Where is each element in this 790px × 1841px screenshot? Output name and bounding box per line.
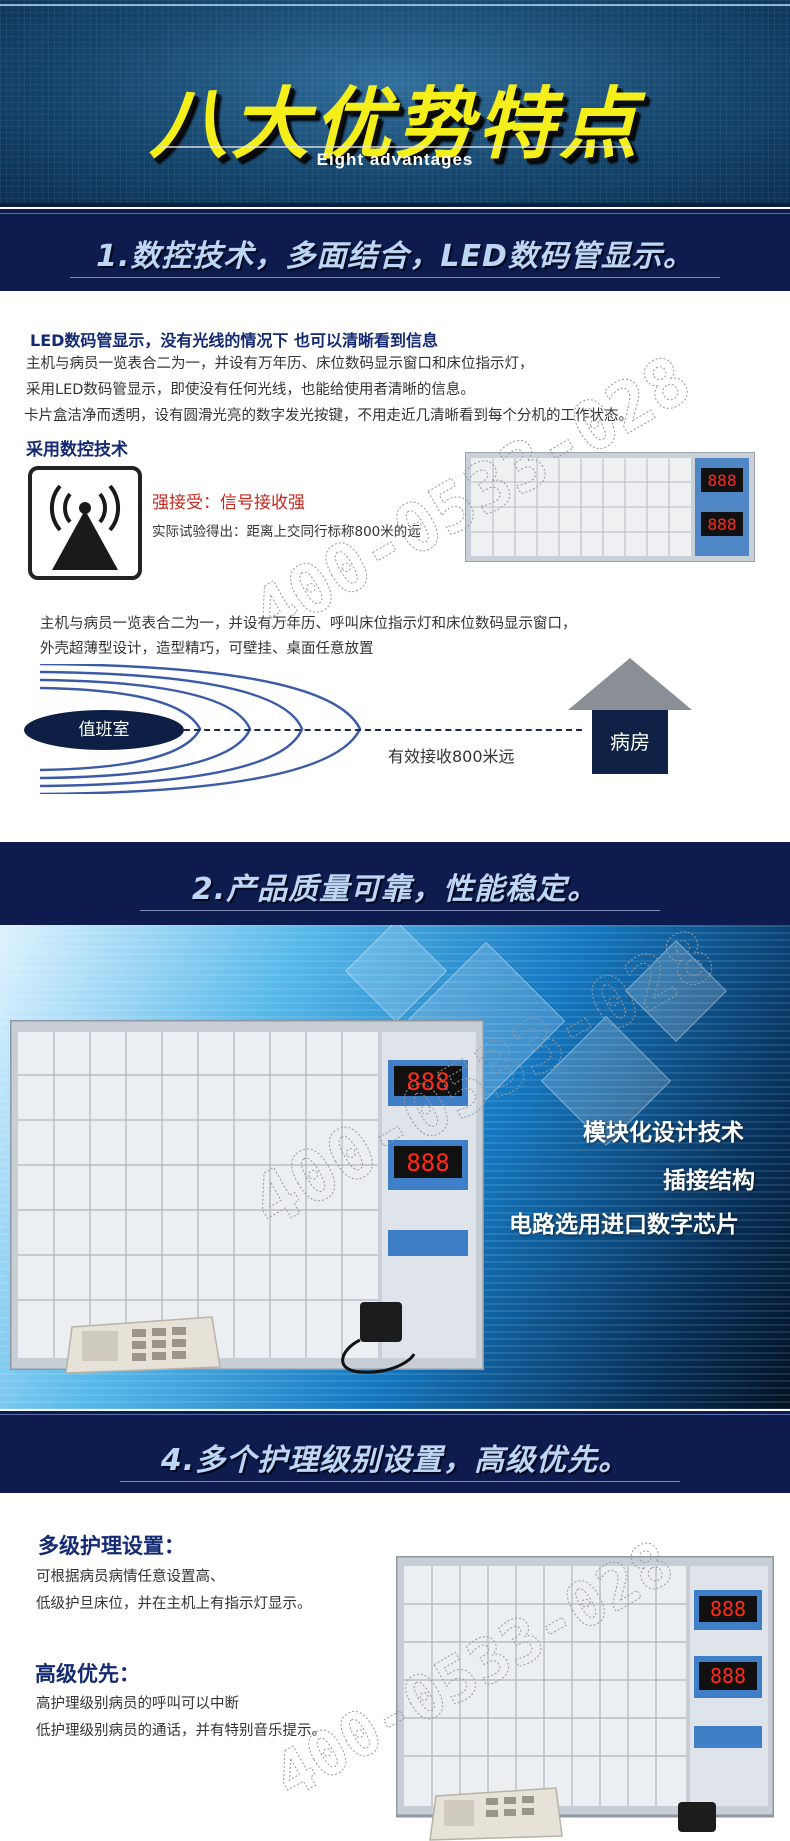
banner-line xyxy=(0,213,790,214)
section4-banner: 4.多个护理级别设置，高级优先。 xyxy=(0,1411,790,1493)
panel-card-rows xyxy=(18,1032,378,1358)
panel-display-digits: 888 xyxy=(710,1664,746,1688)
power-adapter-image xyxy=(341,1302,416,1374)
signal-tower-icon xyxy=(28,466,142,580)
feature-text: 插接结构 xyxy=(663,1168,755,1194)
ward-label: 病房 xyxy=(592,710,668,774)
header-bottom-line xyxy=(0,203,790,207)
priority-heading: 高级优先： xyxy=(35,1662,140,1686)
section4-body-line: 低级护旦床位，并在主机上有指示灯显示。 xyxy=(36,1596,312,1612)
section1-body-line: 主机与病员一览表合二为一，并设有万年历、床位数码显示窗口和床位指示灯， xyxy=(26,356,534,372)
panel-display-bottom xyxy=(699,1662,757,1690)
tech-heading: 采用数控技术 xyxy=(26,440,128,460)
panel-button-strip xyxy=(694,1726,762,1748)
panel-card-rows xyxy=(471,458,691,556)
section2-banner: 2.产品质量可靠，性能稳定。 xyxy=(0,842,790,925)
signal-wave-right-outer xyxy=(108,484,121,532)
section2-banner-text: 2.产品质量可靠，性能稳定。 xyxy=(191,872,599,907)
panel-display-bottom xyxy=(701,512,743,536)
call-panel-image: 888 888 xyxy=(465,452,755,562)
header-top-line xyxy=(0,4,790,6)
section4-body-line: 可根据病员病情任意设置高、 xyxy=(36,1569,225,1585)
banner-underline xyxy=(120,1481,680,1482)
signal-tower-graphic xyxy=(49,484,121,570)
section4-body-line: 低护理级别病员的通话，并有特别音乐提示。 xyxy=(36,1723,326,1739)
section1-banner-text: 1.数控技术，多面结合，LED数码管显示。 xyxy=(96,239,694,274)
host-telephone-image xyxy=(65,1316,221,1374)
signal-wave-right-inner xyxy=(98,492,108,524)
panel-display-digits: 888 xyxy=(406,1149,449,1177)
host-telephone-image xyxy=(429,1787,563,1841)
section1-banner: 1.数控技术，多面结合，LED数码管显示。 xyxy=(0,209,790,291)
panel-display-bottom xyxy=(394,1146,462,1178)
section1-body2-line: 外壳超薄型设计，造型精巧，可壁挂、桌面任意放置 xyxy=(40,641,374,657)
section1-body-line: 卡片盒洁净而透明，设有圆滑光亮的数字发光按键，不用走近几清晰看到每个分机的工作状… xyxy=(24,408,633,424)
panel-display-top xyxy=(701,468,743,492)
banner-underline xyxy=(70,277,720,278)
section1-heading: LED数码管显示，没有光线的情况下 也可以清晰看到信息 xyxy=(30,331,438,350)
section4-banner-text: 4.多个护理级别设置，高级优先。 xyxy=(160,1443,630,1478)
panel-button-strip xyxy=(388,1230,468,1256)
panel-display-top xyxy=(699,1596,757,1622)
feature-text: 模块化设计技术 xyxy=(583,1120,744,1146)
header-grid-texture xyxy=(0,0,790,207)
page-subtitle: Eight advantages xyxy=(316,150,474,169)
multi-level-heading: 多级护理设置： xyxy=(38,1534,185,1558)
large-call-panel: 888 888 xyxy=(10,1020,484,1370)
panel-display-digits: 888 xyxy=(708,471,737,490)
banner-underline xyxy=(140,910,660,911)
panel-display-digits: 888 xyxy=(710,1597,746,1621)
tower-top xyxy=(79,502,91,514)
ward-roof-arrow xyxy=(568,658,692,710)
banner-line xyxy=(0,1414,790,1415)
header-banner: 八大优势特点 Eight advantages xyxy=(0,0,790,207)
page-title: 八大优势特点 xyxy=(148,80,641,170)
feature-text: 电路选用进口数字芯片 xyxy=(509,1212,739,1238)
panel-display-digits: 888 xyxy=(406,1068,449,1096)
roof-shape xyxy=(568,658,692,710)
section1-body-line: 采用LED数码管显示，即使没有任何光线，也能给使用者清晰的信息。 xyxy=(26,382,475,398)
strong-signal-text: 强接受：信号接收强 xyxy=(152,493,305,513)
section1-body2-line: 主机与病员一览表合二为一，并设有万年历、呼叫床位指示灯和床位数码显示窗口， xyxy=(40,616,577,632)
signal-wave-left-outer xyxy=(49,484,62,532)
panel-display-top xyxy=(394,1066,462,1096)
tower-shape xyxy=(52,510,118,570)
section4-call-panel: 888 888 xyxy=(396,1556,774,1841)
panel-display-digits: 888 xyxy=(708,515,737,534)
title-underline xyxy=(160,146,630,148)
signal-dashed-line xyxy=(184,729,582,731)
test-result-text: 实际试验得出：距离上交同行标称800米的远 xyxy=(152,524,421,540)
panel-card-area xyxy=(404,1566,686,1806)
power-adapter-image xyxy=(678,1802,716,1832)
range-label: 有效接收800米远 xyxy=(388,747,515,766)
signal-wave-left-inner xyxy=(62,492,72,524)
product-showcase-image: 888 888 模块化设计技术 插接结构 电路选用进口数字芯片 xyxy=(0,925,790,1409)
duty-room-label: 值班室 xyxy=(24,710,184,750)
section4-body-line: 高护理级别病员的呼叫可以中断 xyxy=(36,1696,239,1712)
panel-card-rows xyxy=(404,1566,686,1806)
